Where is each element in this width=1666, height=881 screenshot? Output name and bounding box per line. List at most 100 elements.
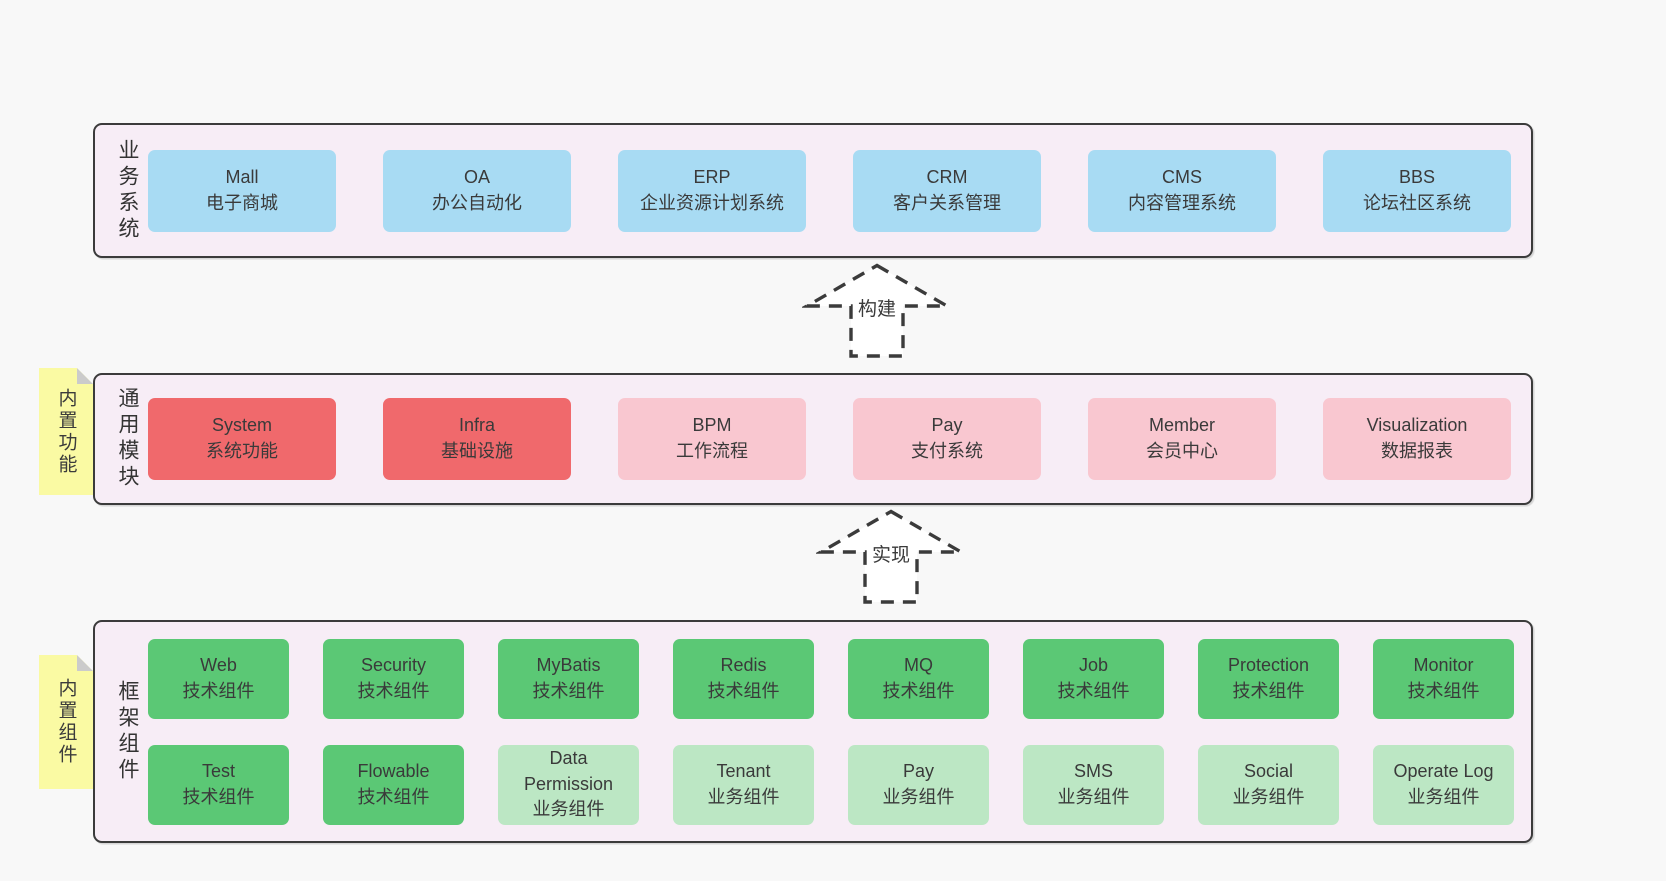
- box-title: Data Permission: [523, 748, 614, 794]
- box-subtitle: 技术组件: [1057, 680, 1130, 701]
- tag-label: 内置组件: [55, 678, 77, 766]
- arrow-label: 构建: [854, 294, 900, 321]
- box-subtitle: 技术组件: [1407, 680, 1480, 701]
- box-title: Visualization: [1366, 415, 1468, 436]
- box-subtitle: 技术组件: [357, 786, 430, 807]
- box-subtitle: 内容管理系统: [1128, 192, 1236, 213]
- box-subtitle: 工作流程: [676, 441, 748, 461]
- box-subtitle: 系统功能: [206, 441, 278, 461]
- box-redis: Redis 技术组件: [673, 638, 814, 719]
- box-operate-log: Operate Log 业务组件: [1373, 744, 1514, 825]
- box-title: Monitor: [1413, 654, 1474, 675]
- box-social: Social 业务组件: [1198, 744, 1339, 825]
- box-subtitle: 基础设施: [441, 441, 513, 461]
- box-subtitle: 技术组件: [882, 680, 955, 701]
- box-job: Job 技术组件: [1023, 638, 1164, 719]
- box-title: MQ: [904, 654, 933, 675]
- box-subtitle: 业务组件: [1232, 786, 1305, 807]
- box-member: Member 会员中心: [1088, 398, 1276, 480]
- box-flowable: Flowable 技术组件: [323, 744, 464, 825]
- build-arrow: 构建: [802, 263, 952, 359]
- tag-label: 内置功能: [55, 387, 77, 476]
- box-subtitle: 技术组件: [1232, 680, 1305, 701]
- box-subtitle: 电子商城: [206, 192, 278, 213]
- box-title: BBS: [1398, 166, 1436, 187]
- box-subtitle: 业务组件: [532, 799, 605, 820]
- technical-components-row: Web 技术组件 Security 技术组件 MyBatis 技术组件 Redi…: [148, 638, 1531, 719]
- box-subtitle: 客户关系管理: [893, 192, 1001, 213]
- box-subtitle: 业务组件: [1407, 786, 1480, 807]
- box-title: Flowable: [357, 760, 430, 781]
- box-bbs: BBS 论坛社区系统: [1323, 149, 1511, 232]
- box-title: System: [211, 415, 272, 436]
- folded-corner-icon: [77, 655, 93, 671]
- box-title: Operate Log: [1393, 760, 1494, 781]
- arrow-label: 实现: [868, 540, 914, 567]
- box-title: OA: [463, 166, 490, 187]
- box-title: Mall: [225, 166, 259, 187]
- layer-side-label: 框架组件: [116, 679, 139, 784]
- box-title: MyBatis: [536, 654, 601, 675]
- box-sms: SMS 业务组件: [1023, 744, 1164, 825]
- box-title: Social: [1243, 760, 1294, 781]
- box-subtitle: 会员中心: [1146, 441, 1218, 461]
- box-title: Protection: [1227, 654, 1310, 675]
- business-components-row: Test 技术组件 Flowable 技术组件 Data Permission …: [148, 744, 1531, 825]
- box-title: Pay: [931, 415, 963, 436]
- box-mq: MQ 技术组件: [848, 638, 989, 719]
- box-title: Pay: [902, 760, 935, 781]
- box-erp: ERP 企业资源计划系统: [618, 149, 806, 232]
- box-subtitle: 技术组件: [532, 680, 605, 701]
- box-title: CMS: [1162, 166, 1202, 187]
- box-title: BPM: [692, 415, 732, 436]
- common-modules-layer: 通用模块 System 系统功能 Infra 基础设施 BPM 工作流程 Pay…: [93, 373, 1533, 505]
- framework-components-layer: 框架组件 Web 技术组件 Security 技术组件 MyBatis 技术组件…: [93, 620, 1533, 843]
- layer-side-label: 通用模块: [116, 387, 139, 491]
- box-test: Test 技术组件: [148, 744, 289, 825]
- box-protection: Protection 技术组件: [1198, 638, 1339, 719]
- box-subtitle: 技术组件: [182, 680, 255, 701]
- box-bpm: BPM 工作流程: [618, 398, 806, 480]
- box-title: Member: [1148, 415, 1215, 436]
- box-security: Security 技术组件: [323, 638, 464, 719]
- box-pay: Pay 支付系统: [853, 398, 1041, 480]
- box-title: Infra: [458, 415, 496, 436]
- box-title: Security: [360, 654, 427, 675]
- box-subtitle: 数据报表: [1381, 441, 1453, 461]
- box-title: CRM: [926, 166, 968, 187]
- box-subtitle: 论坛社区系统: [1363, 192, 1471, 213]
- box-subtitle: 业务组件: [707, 786, 780, 807]
- box-web: Web 技术组件: [148, 638, 289, 719]
- box-subtitle: 技术组件: [357, 680, 430, 701]
- box-visualization: Visualization 数据报表: [1323, 398, 1511, 480]
- box-subtitle: 技术组件: [182, 786, 255, 807]
- box-monitor: Monitor 技术组件: [1373, 638, 1514, 719]
- business-systems-layer: 业务系统 Mall 电子商城 OA 办公自动化 ERP 企业资源计划系统 CRM…: [93, 123, 1533, 258]
- box-subtitle: 业务组件: [1057, 786, 1130, 807]
- box-infra: Infra 基础设施: [383, 398, 571, 480]
- box-data-permission: Data Permission 业务组件: [498, 744, 639, 825]
- box-cms: CMS 内容管理系统: [1088, 149, 1276, 232]
- box-crm: CRM 客户关系管理: [853, 149, 1041, 232]
- box-subtitle: 技术组件: [707, 680, 780, 701]
- box-title: Tenant: [716, 760, 771, 781]
- box-title: Redis: [720, 654, 767, 675]
- layer-side-label: 业务系统: [116, 138, 139, 243]
- box-subtitle: 办公自动化: [432, 192, 522, 213]
- box-title: Job: [1078, 654, 1109, 675]
- box-subtitle: 支付系统: [911, 441, 983, 461]
- business-systems-boxes: Mall 电子商城 OA 办公自动化 ERP 企业资源计划系统 CRM 客户关系…: [138, 125, 1531, 256]
- builtin-features-tag: 内置功能: [39, 368, 93, 495]
- box-title: Web: [200, 654, 237, 675]
- builtin-components-tag: 内置组件: [39, 655, 93, 789]
- box-mall: Mall 电子商城: [148, 149, 336, 232]
- box-tenant: Tenant 业务组件: [673, 744, 814, 825]
- box-pay-component: Pay 业务组件: [848, 744, 989, 825]
- box-subtitle: 企业资源计划系统: [640, 192, 784, 213]
- box-title: Test: [201, 760, 235, 781]
- folded-corner-icon: [77, 368, 93, 384]
- box-system: System 系统功能: [148, 398, 336, 480]
- box-oa: OA 办公自动化: [383, 149, 571, 232]
- common-modules-boxes: System 系统功能 Infra 基础设施 BPM 工作流程 Pay 支付系统…: [138, 375, 1531, 503]
